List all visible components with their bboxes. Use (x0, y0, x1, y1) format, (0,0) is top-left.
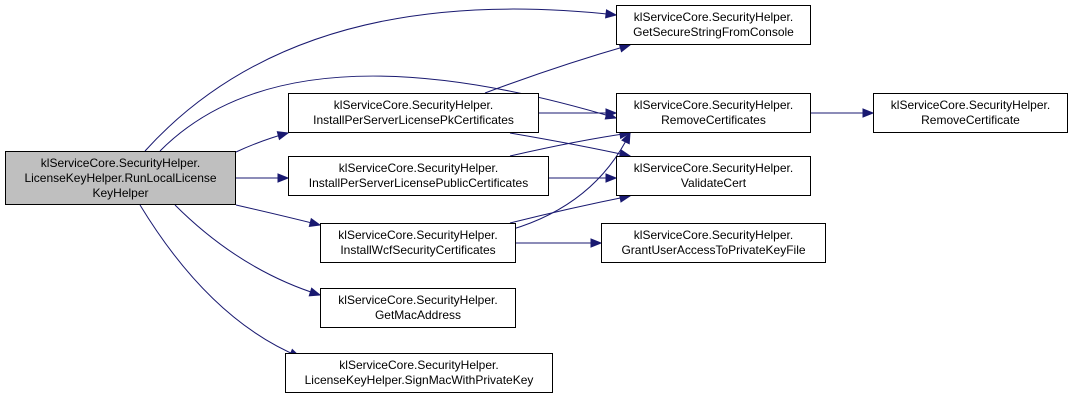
node-line: klServiceCore.SecurityHelper. (40, 155, 201, 170)
node-sign-mac-with-private-key[interactable]: klServiceCore.SecurityHelper. LicenseKey… (285, 353, 553, 393)
node-get-secure-string-from-console[interactable]: klServiceCore.SecurityHelper. GetSecureS… (616, 5, 811, 45)
arrowhead-root-to-get-mac-address (308, 287, 322, 297)
node-get-mac-address[interactable]: klServiceCore.SecurityHelper. GetMacAddr… (320, 288, 516, 328)
node-line: klServiceCore.SecurityHelper. (633, 161, 794, 175)
node-install-per-server-license-public-certificates[interactable]: klServiceCore.SecurityHelper. InstallPer… (288, 156, 549, 196)
arrowhead-root-to-install-wcf (308, 217, 322, 228)
node-line: InstallPerServerLicensePkCertificates (313, 113, 514, 127)
arrowhead-install-wcf-to-remove-certificates (621, 131, 631, 145)
node-line: klServiceCore.SecurityHelper. (633, 10, 794, 24)
node-line: RemoveCertificates (661, 113, 766, 127)
node-line: InstallPerServerLicensePublicCertificate… (308, 176, 529, 190)
arrowhead-root-to-install-per-server-pk (276, 131, 290, 141)
arrowhead-install-per-server-pk-to-get-secure-string (618, 43, 632, 53)
arrowhead-install-wcf-to-grant-user-access (590, 238, 603, 248)
edge-root-to-get-mac-address (174, 204, 321, 296)
edge-root-to-sign-mac (139, 204, 301, 358)
arrowhead-root-to-install-per-server-public (277, 173, 290, 183)
arrowhead-root-to-get-secure-string (605, 9, 618, 19)
node-line: KeyHelper (92, 185, 149, 200)
edge-install-wcf-to-validate-cert (509, 195, 631, 224)
arrowhead-install-per-server-public-to-validate-cert (605, 173, 618, 183)
edge-install-per-server-pk-to-validate-cert (509, 132, 631, 157)
node-line: GrantUserAccessToPrivateKeyFile (621, 243, 806, 257)
edge-install-per-server-public-to-remove-certificates (509, 132, 631, 157)
node-line: klServiceCore.SecurityHelper. (633, 228, 794, 242)
node-line: LicenseKeyHelper.SignMacWithPrivateKey (304, 373, 534, 387)
node-line: klServiceCore.SecurityHelper. (339, 358, 499, 372)
arrowhead-remove-certificates-to-remove-certificate (862, 108, 875, 118)
node-line: GetSecureStringFromConsole (633, 25, 794, 39)
arrowhead-install-per-server-pk-to-remove-certificates (605, 108, 618, 118)
edge-install-per-server-pk-to-get-secure-string (484, 44, 631, 94)
node-line: klServiceCore.SecurityHelper. (333, 98, 494, 112)
node-grant-user-access-to-private-key-file[interactable]: klServiceCore.SecurityHelper. GrantUserA… (601, 223, 826, 263)
node-line: InstallWcfSecurityCertificates (340, 243, 496, 257)
node-install-wcf-security-certificates[interactable]: klServiceCore.SecurityHelper. InstallWcf… (320, 223, 516, 263)
node-line: GetMacAddress (374, 308, 462, 322)
node-line: RemoveCertificate (921, 113, 1020, 127)
node-remove-certificate[interactable]: klServiceCore.SecurityHelper. RemoveCert… (873, 93, 1068, 133)
node-line: ValidateCert (680, 176, 747, 190)
node-line: LicenseKeyHelper.RunLocalLicense (24, 170, 217, 185)
node-line: klServiceCore.SecurityHelper. (338, 293, 498, 307)
edge-install-wcf-to-remove-certificates (509, 132, 631, 231)
node-line: klServiceCore.SecurityHelper. (338, 161, 499, 175)
node-run-local-license-key-helper[interactable]: klServiceCore.SecurityHelper. LicenseKey… (5, 151, 236, 205)
node-install-per-server-license-pk-certificates[interactable]: klServiceCore.SecurityHelper. InstallPer… (288, 93, 539, 133)
edge-root-to-get-secure-string (144, 8, 617, 152)
node-line: klServiceCore.SecurityHelper. (338, 228, 498, 242)
node-remove-certificates[interactable]: klServiceCore.SecurityHelper. RemoveCert… (616, 93, 811, 133)
node-line: klServiceCore.SecurityHelper. (890, 98, 1051, 112)
edge-root-to-install-wcf (235, 204, 321, 226)
node-validate-cert[interactable]: klServiceCore.SecurityHelper. ValidateCe… (616, 156, 811, 196)
node-line: klServiceCore.SecurityHelper. (633, 98, 794, 112)
